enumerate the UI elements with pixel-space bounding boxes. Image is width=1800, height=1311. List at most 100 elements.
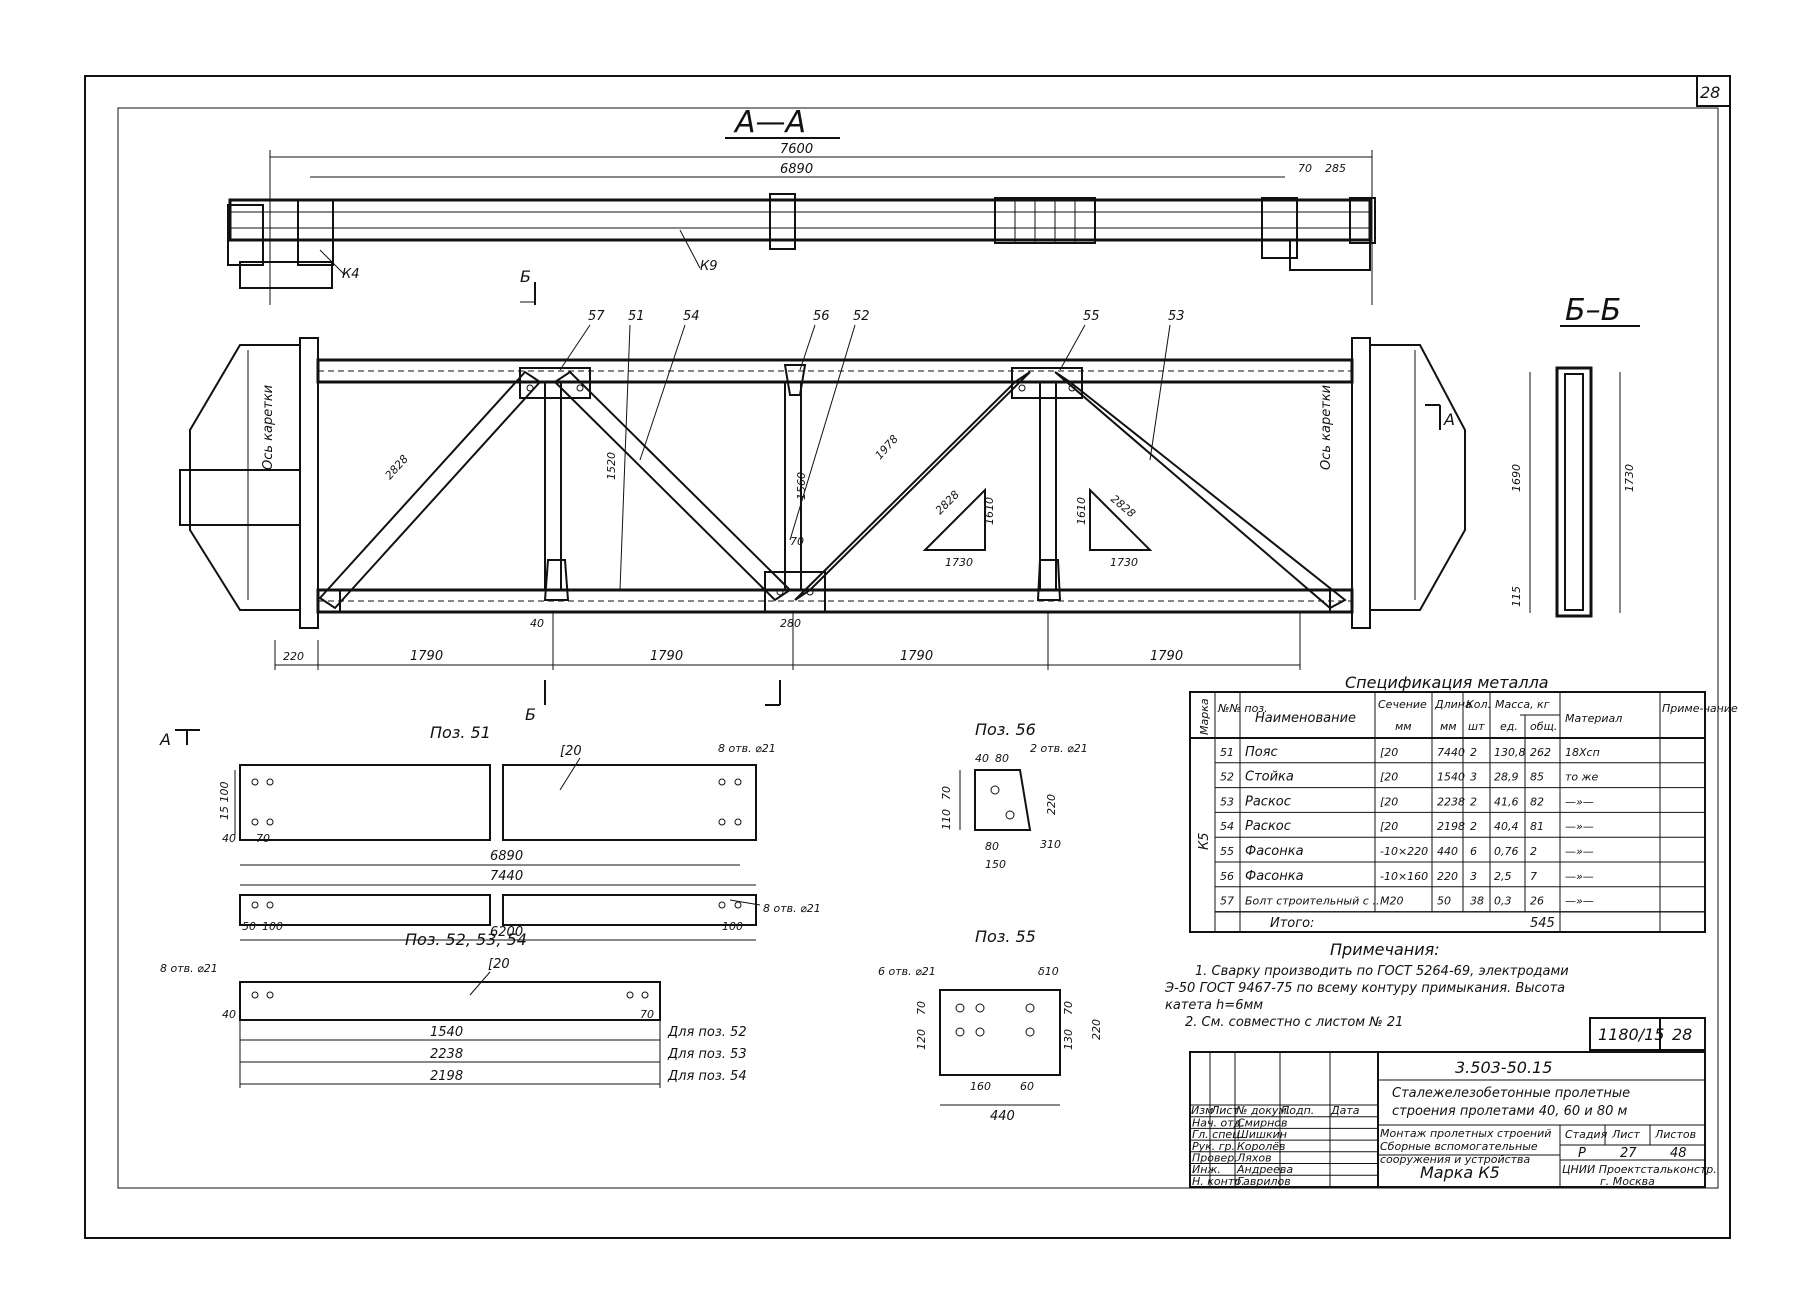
note-line-1: 1. Сварку производить по ГОСТ 5264-69, э…: [1195, 964, 1569, 979]
spec-cell-section: [20: [1380, 795, 1398, 808]
pos51-dim-100b: 100: [722, 920, 743, 933]
spec-cell-material: —»—: [1565, 895, 1594, 908]
pos55-detail: Поз. 55 6 отв. ⌀21 δ10 70 120 70 130 220…: [878, 927, 1103, 1124]
dim-span-4: 1790: [1150, 649, 1183, 664]
dim-end-left: 220: [283, 650, 304, 663]
stamp-person-name: Шишкин: [1237, 1128, 1287, 1141]
stamp-header-cell: Подп.: [1281, 1104, 1314, 1117]
stamp-header-cell: Лист: [1210, 1104, 1239, 1117]
doc-number-box: 1180/15 28: [1589, 1017, 1706, 1051]
stamp-col-stage: Стадия: [1565, 1128, 1608, 1141]
pos51-dim-side: 15 100: [218, 782, 231, 821]
spec-cell-one: 41,6: [1494, 795, 1519, 808]
spec-cell-pos: 52: [1220, 771, 1234, 784]
stamp-person-name: Смирнов: [1237, 1116, 1288, 1129]
pos51-dim-40: 40: [222, 832, 236, 845]
stamp-sheet: 27: [1620, 1146, 1637, 1161]
pos52-note: Для поз. 52: [667, 1025, 747, 1040]
pos56-holes: 2 отв. ⌀21: [1030, 742, 1088, 755]
pos51-dim-inner: 6890: [490, 849, 523, 864]
spec-cell-len: 220: [1437, 870, 1458, 883]
stamp-doc-code: 3.503-50.15: [1455, 1058, 1552, 1077]
note-line-3: катета h=6мм: [1165, 998, 1263, 1013]
spec-cell-one: 130,8: [1494, 746, 1526, 759]
stamp-sheets: 48: [1670, 1146, 1687, 1161]
spec-cell-pos: 56: [1220, 870, 1234, 883]
bb-dim-left: 1690: [1510, 464, 1523, 492]
pos56-dim-310: 310: [1040, 838, 1061, 851]
spec-cell-qty: 2: [1470, 746, 1477, 759]
pos56-dim-70: 70: [940, 786, 953, 800]
spec-col-section-unit: мм: [1395, 720, 1412, 733]
spec-col-mass: Масса, кг: [1495, 698, 1550, 711]
spec-cell-material: то же: [1565, 771, 1599, 784]
pos55-thk: δ10: [1038, 965, 1059, 978]
spec-cell-material: —»—: [1565, 795, 1594, 808]
note-line-2: Э-50 ГОСТ 9467-75 по всему контуру примы…: [1164, 981, 1565, 996]
height-left: 1520: [605, 452, 618, 480]
pos51-dim-50: 50: [242, 920, 256, 933]
spec-col-len-unit: мм: [1440, 720, 1457, 733]
spec-col-mark: Марка: [1198, 698, 1211, 735]
spec-cell-one: 0,3: [1494, 895, 1512, 908]
pos51-holes: 8 отв. ⌀21: [718, 742, 776, 755]
height-mid: 1560: [795, 472, 808, 500]
spec-cell-len: 2198: [1437, 820, 1465, 833]
stamp-person-role: Провер.: [1192, 1152, 1238, 1165]
spec-cell-len: 440: [1437, 845, 1458, 858]
spec-cell-qty: 3: [1470, 771, 1477, 784]
pos525354-holes: 8 отв. ⌀21: [160, 962, 218, 975]
pos51-section: [20: [560, 744, 582, 759]
pos51-detail: Поз. 51 [20 8 отв. ⌀21 15 100 6890 7440 …: [218, 723, 821, 941]
spec-cell-section: [20: [1380, 746, 1398, 759]
diag-mid-len: 1978: [873, 433, 901, 463]
pos55-title: Поз. 55: [975, 927, 1036, 946]
spec-cell-name: Раскос: [1245, 819, 1291, 834]
spec-col-section: Сечение: [1378, 698, 1427, 711]
pos-label-55: 55: [1083, 309, 1100, 324]
axis-right: Ось каретки: [1319, 385, 1334, 470]
pos56-dim-80b: 80: [985, 840, 999, 853]
spec-total-value: 545: [1530, 916, 1555, 931]
cut-a-right: А: [1443, 410, 1455, 429]
spec-col-mass-one: ед.: [1500, 720, 1518, 733]
pos-label-56: 56: [813, 309, 830, 324]
bb-dim-right: 1730: [1623, 464, 1636, 492]
stamp-person-role: Нач. отд.: [1192, 1116, 1245, 1129]
tri-right-a: 2828: [1108, 492, 1138, 520]
stamp-col-sheets: Листов: [1654, 1128, 1696, 1141]
pos53-len: 2238: [430, 1047, 463, 1062]
spec-cell-total: 7: [1530, 870, 1537, 883]
dim-node: 280: [780, 617, 801, 630]
pos56-detail: Поз. 56 2 отв. ⌀21 40 80 70 110 220 80 1…: [940, 720, 1088, 871]
spec-cell-len: 50: [1437, 895, 1451, 908]
stamp-org-2: г. Москва: [1600, 1175, 1655, 1188]
section-bb-title: Б–Б: [1565, 293, 1621, 328]
pos56-dim-80: 80: [995, 752, 1009, 765]
pos54-note: Для поз. 54: [667, 1069, 747, 1084]
pos55-dim-440: 440: [990, 1109, 1015, 1124]
section-aa-view: А—А 7600 6890 70 285 К4 К9: [227, 105, 1376, 305]
page-number: 28: [1700, 83, 1720, 102]
spec-col-qty: Кол.: [1466, 698, 1491, 711]
spec-cell-section: [20: [1380, 820, 1398, 833]
stamp-header-cell: № докум.: [1235, 1104, 1290, 1117]
section-bb-view: Б–Б 1690 1730 115: [1510, 293, 1640, 618]
axis-left: Ось каретки: [261, 385, 276, 470]
dim-70: 70: [790, 535, 804, 548]
spec-cell-one: 40,4: [1494, 820, 1519, 833]
pos55-dim-120: 120: [915, 1029, 928, 1050]
stamp-title-1: Сталежелезобетонные пролетные: [1392, 1086, 1630, 1101]
spec-cell-pos: 54: [1220, 820, 1234, 833]
doc-sheet: 28: [1672, 1025, 1692, 1044]
spec-cell-name: Болт строительный с …: [1245, 895, 1383, 908]
spec-cell-section: [20: [1380, 771, 1398, 784]
spec-cell-qty: 6: [1470, 845, 1477, 858]
spec-cell-material: —»—: [1565, 845, 1594, 858]
cut-b-bottom: Б: [525, 705, 536, 724]
cut-b-top: Б: [520, 267, 531, 286]
tri-left-a: 2828: [933, 488, 962, 517]
pos53-note: Для поз. 53: [667, 1047, 747, 1062]
